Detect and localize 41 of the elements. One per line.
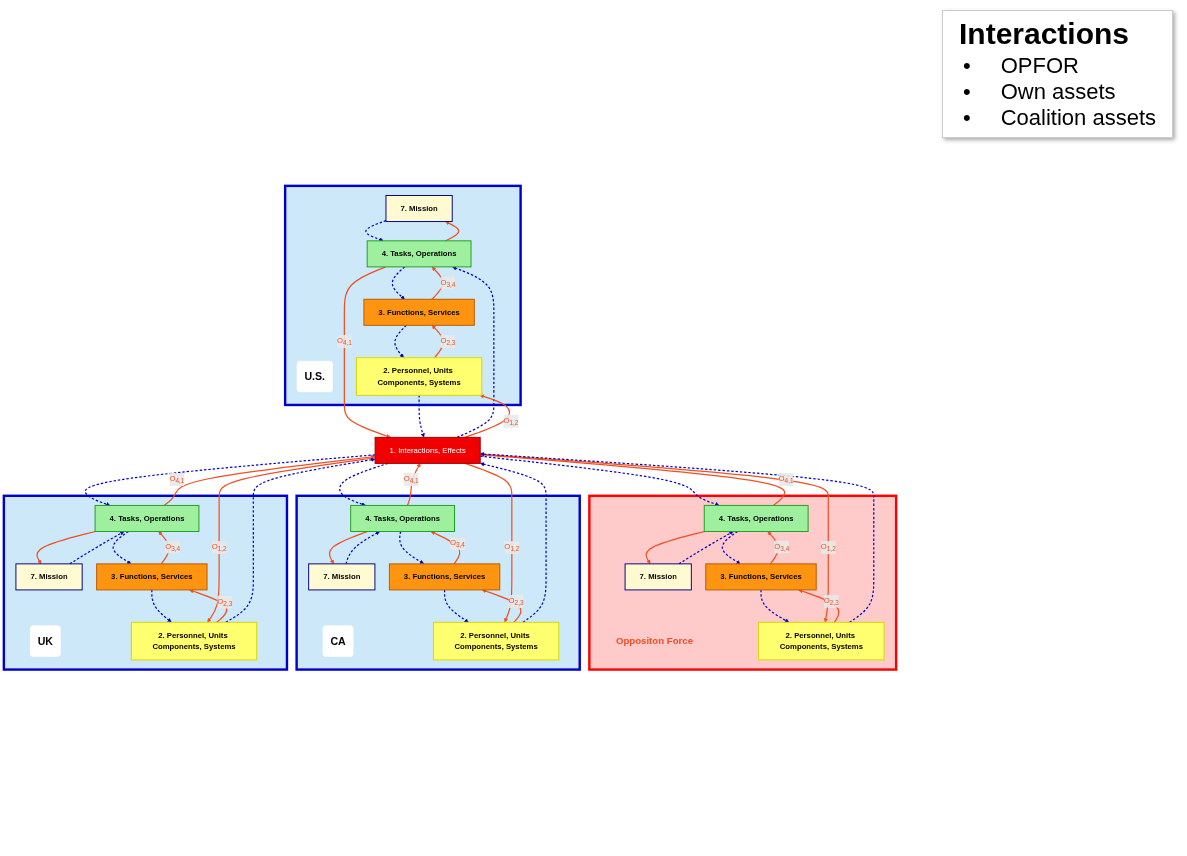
bullet-marker: • [963,105,971,130]
arrow [84,454,376,507]
bullet-marker: • [963,79,971,104]
arrow [406,463,421,507]
arrow [721,531,741,565]
node-text: Oppositon Force [615,636,694,647]
arrow [163,455,376,507]
arrow [343,266,391,439]
arrow [189,589,228,624]
cluster [283,184,522,407]
list-item-text: Own assets [1000,79,1116,104]
cluster [295,494,581,672]
arrow [36,531,97,565]
list-item-text: Coalition assets [1000,105,1156,130]
arrow [158,531,170,565]
arrow [69,531,125,565]
cluster [2,494,289,672]
title: Interactions [959,17,1131,51]
arrow [798,589,840,624]
list-item-text: OPFOR [1000,53,1079,78]
cluster [588,494,898,672]
arrow [452,266,495,439]
arrow [480,453,786,507]
arrow [431,325,444,359]
arrow [394,325,407,359]
arrow [645,531,706,565]
arrow [443,589,469,623]
arrow [365,220,387,242]
arrow [479,455,720,507]
arrow [464,394,511,439]
arrow [151,589,172,623]
arrow [760,589,790,623]
arrow [112,531,132,565]
arrow [678,531,734,565]
arrow [399,531,424,565]
arrow [391,266,406,300]
arrow [345,531,380,565]
bullet-marker: • [963,53,971,78]
arrow [418,395,425,438]
arrow [767,531,779,565]
arrow [444,221,460,242]
